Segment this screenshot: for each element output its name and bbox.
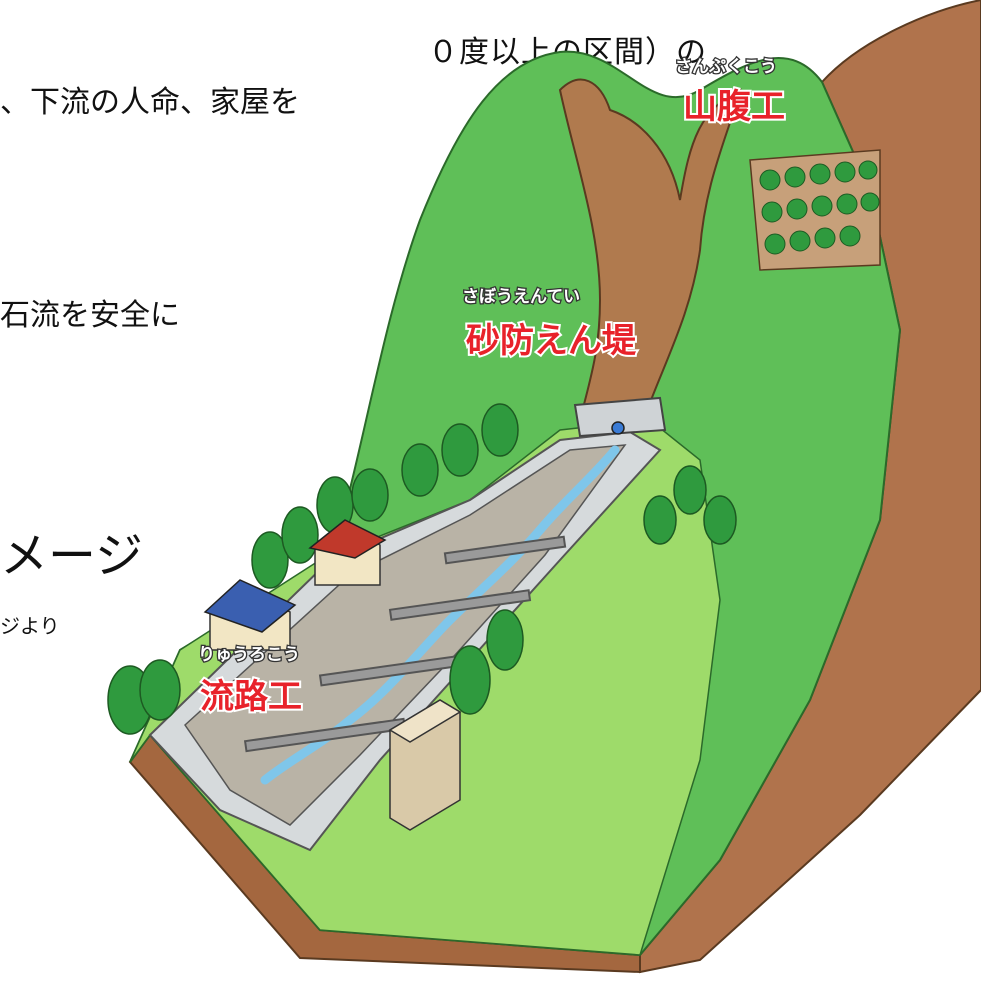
sabo-dam [573,396,667,438]
heading-fragment: メージ [0,528,144,584]
blue-house [203,579,297,651]
label-sanpukukou-name: 山腹工 [683,87,785,127]
trees [107,403,737,735]
label-saboentei-reading: さぼうえんてい [462,287,580,307]
apartment-building [388,699,462,831]
text-line-3: 石流を安全に [0,298,180,333]
label-ryuurokou-reading: りゅうろこう [198,645,300,665]
label-saboentei-name: 砂防えん堤 [466,321,637,361]
hillside-terraces [749,149,881,271]
label-ryuurokou-name: 流路工 [200,677,302,717]
label-sanpukukou-reading: さんぷくこう [675,57,777,77]
landslide-scar [558,78,742,432]
source-fragment: ジより [0,614,60,638]
red-house [308,519,387,586]
channel-weirs [243,535,567,753]
channel-bed [184,444,627,826]
text-line-2: 、下流の人命、家屋を [0,85,300,120]
